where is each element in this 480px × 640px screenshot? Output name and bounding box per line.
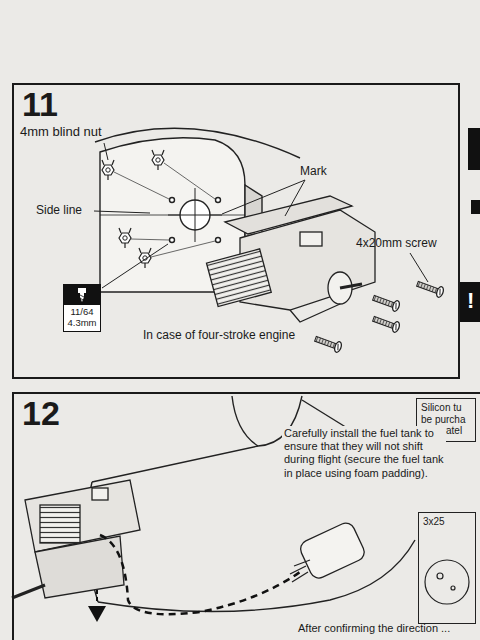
blind-nuts xyxy=(102,150,164,268)
fuel-line xyxy=(88,535,300,622)
hardware-box: 3x25 xyxy=(418,512,476,624)
step-number: 11 xyxy=(22,87,450,123)
engine xyxy=(206,196,375,322)
part-name: 4mm blind nut xyxy=(20,124,102,140)
instruction-note: Carefully install the fuel tank to ensur… xyxy=(282,426,446,481)
part-name: Mark xyxy=(300,164,327,178)
guide-lines xyxy=(114,163,215,257)
drill-size: 11/64 4.3mm xyxy=(65,307,99,329)
engine xyxy=(12,480,140,598)
drill-icon xyxy=(64,285,100,305)
hardware-sketch xyxy=(425,560,469,604)
leader-lines xyxy=(94,143,428,288)
part-name: Side line xyxy=(36,203,82,217)
next-column-marks xyxy=(460,128,480,322)
note: In case of four-stroke engine xyxy=(143,328,295,342)
drill-size-box: 11/64 4.3mm xyxy=(63,284,101,332)
instruction-note: After confirming the direction ... xyxy=(298,622,450,635)
warning-mark: ! xyxy=(467,288,474,314)
part-name: 4x20mm screw xyxy=(356,236,437,250)
fuel-tank xyxy=(290,520,367,582)
hardware-size: 3x25 xyxy=(423,516,471,528)
mount-screws xyxy=(314,279,445,354)
